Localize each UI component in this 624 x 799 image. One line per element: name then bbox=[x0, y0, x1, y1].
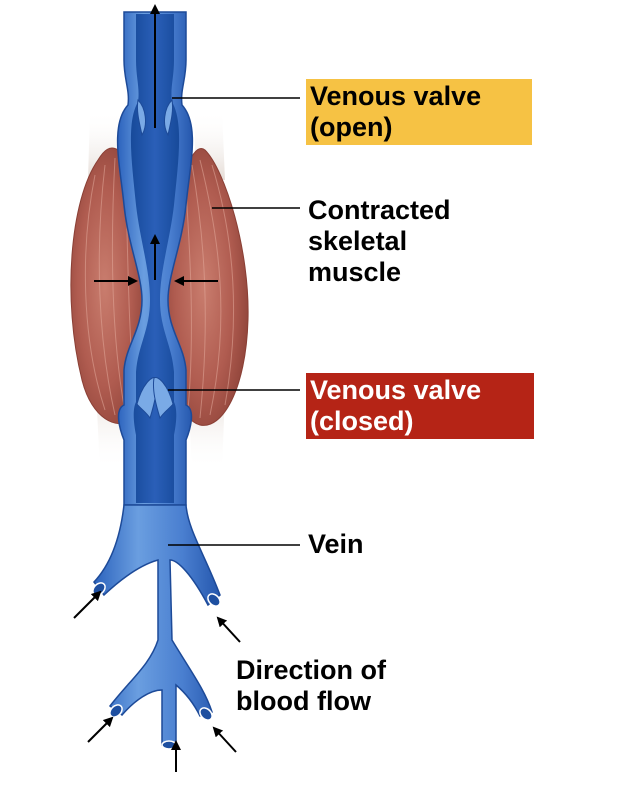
label-venous-valve-closed: Venous valve (closed) bbox=[306, 373, 534, 439]
label-venous-valve-open-line-1: Venous valve bbox=[310, 81, 482, 111]
label-contracted-skeletal-muscle: Contracted skeletal muscle bbox=[308, 195, 451, 288]
label-flow-line-1: Direction of bbox=[236, 655, 387, 685]
label-venous-valve-closed-line-2: (closed) bbox=[310, 406, 414, 436]
label-vein-line-1: Vein bbox=[308, 529, 364, 559]
label-vein: Vein bbox=[308, 529, 364, 560]
label-flow-line-2: blood flow bbox=[236, 686, 371, 716]
label-venous-valve-closed-line-1: Venous valve bbox=[310, 375, 482, 405]
closed-valve-flaps bbox=[136, 376, 174, 420]
inflow-arrow-right-upper bbox=[216, 616, 241, 643]
label-direction-of-blood-flow: Direction of blood flow bbox=[236, 655, 386, 717]
inflow-arrow-left-lower bbox=[87, 716, 114, 743]
leader-lines bbox=[168, 97, 300, 546]
flow-arrows bbox=[73, 4, 241, 772]
inflow-arrow-right-lower bbox=[212, 726, 237, 753]
inflow-arrow-left-upper bbox=[73, 590, 102, 619]
label-venous-valve-open: Venous valve (open) bbox=[306, 79, 532, 145]
label-muscle-line-2: skeletal bbox=[308, 226, 408, 256]
label-venous-valve-open-line-2: (open) bbox=[310, 112, 393, 142]
label-muscle-line-1: Contracted bbox=[308, 195, 451, 225]
label-muscle-line-3: muscle bbox=[308, 257, 402, 287]
open-valve-flaps bbox=[137, 98, 173, 137]
